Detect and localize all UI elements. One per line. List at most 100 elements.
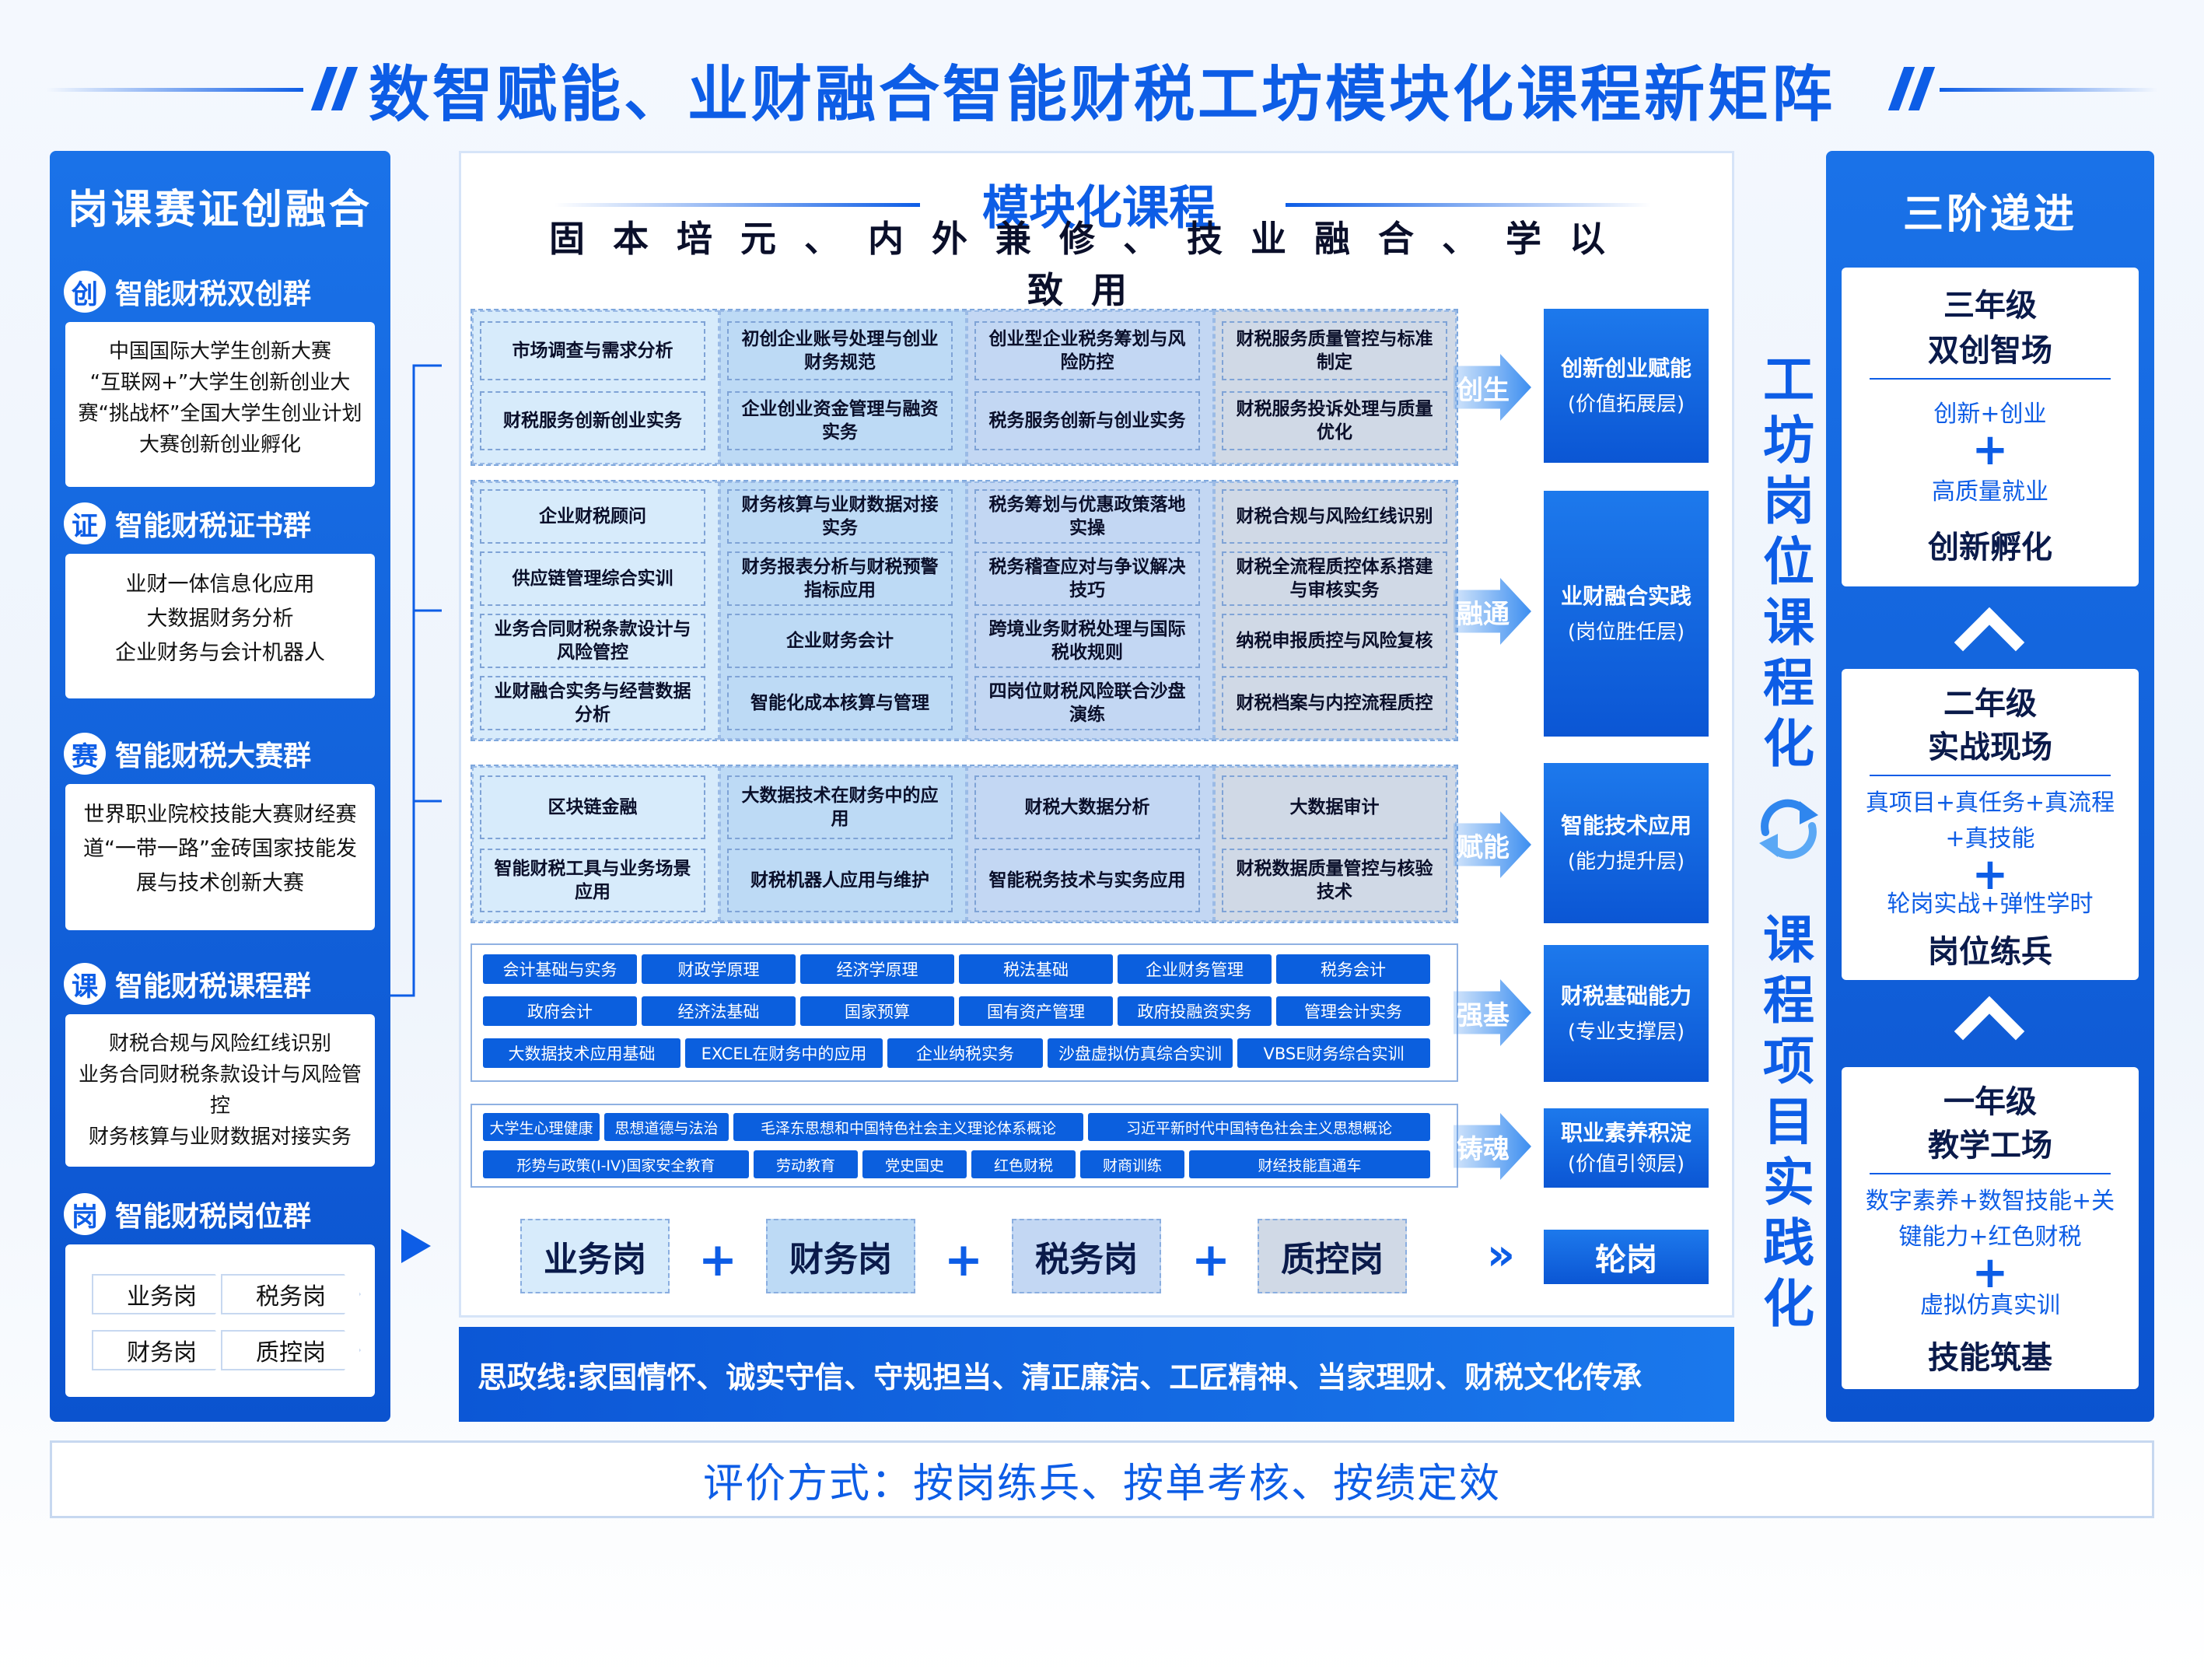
layer-title: 智能技术应用 <box>1560 813 1691 838</box>
layer-title: 业财融合实践 <box>1560 583 1691 609</box>
group-header: 岗 智能财税岗位群 <box>64 1190 375 1238</box>
course-pill: 党史国史 <box>862 1150 967 1178</box>
layer-box: 智能技术应用 (能力提升层) <box>1544 763 1709 923</box>
layer-box: 创新创业赋能 (价值拓展层) <box>1544 309 1709 463</box>
course-pill: 大学生心理健康 <box>483 1113 600 1141</box>
course-cell: 企业财务会计 <box>727 614 953 668</box>
course-pill: 财商训练 <box>1080 1150 1184 1178</box>
tier1-area: 市场调查与需求分析 财税服务创新创业实务 初创企业账号处理与创业财务规范 企业创… <box>471 309 1458 466</box>
course-pill: 国有资产管理 <box>959 996 1113 1026</box>
post-box: 质控岗 <box>1258 1219 1407 1293</box>
group-badge: 证 <box>64 502 106 544</box>
arrow-label: 融通 <box>1454 578 1531 645</box>
chevron-up-icon <box>1954 996 2025 1067</box>
plus-icon: + <box>1191 1233 1231 1287</box>
course-cell: 财税服务质量管控与标准制定 <box>1222 321 1447 380</box>
course-cell: 财税服务投诉处理与质量优化 <box>1222 391 1447 450</box>
arrow-label: 赋能 <box>1454 811 1531 878</box>
course-pill: 大数据技术应用基础 <box>483 1038 680 1068</box>
course-cell: 大数据审计 <box>1222 775 1447 839</box>
group-content: 财税合规与风险红线识别 业务合同财税条款设计与风险管控 财务核算与业财数据对接实… <box>65 1014 375 1167</box>
stage-divider <box>1870 378 2111 380</box>
course-pill: 沙盘虚拟仿真综合实训 <box>1048 1038 1233 1068</box>
group-name: 智能财税岗位群 <box>115 1201 312 1233</box>
plus-icon: + <box>1971 1248 2009 1298</box>
course-pill: 政府投融资实务 <box>1118 996 1272 1026</box>
course-pill: 国家预算 <box>800 996 954 1026</box>
course-cell: 企业创业资金管理与融资实务 <box>727 391 953 450</box>
stage-grade: 二年级 <box>1943 686 2037 722</box>
connector-lines <box>390 364 442 1263</box>
course-cell: 企业财税顾问 <box>480 489 705 544</box>
group-content: 世界职业院校技能大赛财经赛道“一带一路”金砖国家技能发展与技术创新大赛 <box>65 784 375 930</box>
course-cell: 税务服务创新与创业实务 <box>974 391 1200 450</box>
stage-line1: 数字素养+数智技能+关键能力+红色财税 <box>1865 1188 2115 1251</box>
tier4-area: 会计基础与实务 财政学原理 经济学原理 税法基础 企业财务管理 税务会计 政府会… <box>471 943 1458 1082</box>
stage-line2: 轮岗实战+弹性学时 <box>1887 891 2094 918</box>
stage-grade: 一年级 <box>1943 1084 2037 1120</box>
title-line-right <box>1940 88 2157 92</box>
tier3-area: 区块链金融 智能财税工具与业务场景应用 大数据技术在财务中的应用 财税机器人应用… <box>471 765 1458 923</box>
course-pill: 会计基础与实务 <box>483 954 637 984</box>
course-cell: 初创企业账号处理与创业财务规范 <box>727 321 953 380</box>
course-cell: 税务筹划与优惠政策落地实操 <box>974 489 1200 544</box>
left-panel-title: 岗课赛证创融合 <box>67 186 373 233</box>
course-cell: 纳税申报质控与风险复核 <box>1222 614 1447 668</box>
post-box: 财务岗 <box>766 1219 915 1293</box>
course-pill: 税法基础 <box>959 954 1113 984</box>
layer-title: 职业素养积淀 <box>1560 1120 1691 1146</box>
course-cell: 四岗位财税风险联合沙盘演练 <box>974 676 1200 730</box>
layer-subtitle: (专业支撑层) <box>1567 1020 1685 1044</box>
layer-subtitle: (价值引领层) <box>1567 1153 1685 1176</box>
stage-tail: 创新孵化 <box>1928 530 2052 565</box>
course-pill: 红色财税 <box>971 1150 1076 1178</box>
group-name: 智能财税大赛群 <box>115 740 312 772</box>
stage-line1: 创新+创业 <box>1933 401 2047 428</box>
center-title: 模块化课程 <box>982 180 1216 236</box>
plus-icon: + <box>1971 425 2009 475</box>
post-tag: 税务岗 <box>221 1274 361 1314</box>
layer-box: 财税基础能力 (专业支撑层) <box>1544 945 1709 1082</box>
layer-subtitle: (价值拓展层) <box>1567 393 1685 416</box>
module-course-box: 模块化课程 固本培元、内外兼修、技业融合、学以致用 市场调查与需求分析 财税服务… <box>459 151 1734 1318</box>
page-title: 数智赋能、业财融合智能财税工坊模块化课程新矩阵 <box>368 60 1835 130</box>
group-name: 智能财税课程群 <box>115 971 312 1003</box>
group-name: 智能财税双创群 <box>115 278 312 310</box>
course-cell: 跨境业务财税处理与国际税收规则 <box>974 614 1200 668</box>
course-cell: 业财融合实务与经营数据分析 <box>480 676 705 730</box>
evaluation-bar: 评价方式：按岗练兵、按单考核、按绩定效 <box>50 1440 2154 1518</box>
course-pill: 毛泽东思想和中国特色社会主义理论体系概论 <box>733 1113 1083 1141</box>
double-chevron-icon: » <box>1486 1229 1516 1280</box>
rotation-box: 轮岗 <box>1544 1230 1709 1284</box>
center-title-line <box>554 203 920 207</box>
stage-tail: 岗位练兵 <box>1928 934 2052 970</box>
left-panel: 岗课赛证创融合 创 智能财税双创群 中国国际大学生创新大赛 “互联网+”大学生创… <box>50 151 390 1422</box>
stage-grade: 三年级 <box>1943 288 2037 324</box>
vertical-text-bottom: 课程项目实践化 <box>1763 910 1814 1334</box>
group-badge: 赛 <box>64 733 106 775</box>
cycle-arrows-icon <box>1759 799 1818 859</box>
group-content: 业财一体信息化应用 大数据财务分析 企业财务与会计机器人 <box>65 554 375 698</box>
course-cell: 财税数据质量管控与核验技术 <box>1222 849 1447 912</box>
group-header: 赛 智能财税大赛群 <box>64 730 375 778</box>
group-badge: 创 <box>64 271 106 313</box>
course-cell: 财务核算与业财数据对接实务 <box>727 489 953 544</box>
course-cell: 智能税务技术与实务应用 <box>974 849 1200 912</box>
course-pill: 企业财务管理 <box>1118 954 1272 984</box>
arrow-label: 强基 <box>1454 979 1531 1046</box>
course-pill: 管理会计实务 <box>1276 996 1430 1026</box>
course-cell: 财税档案与内控流程质控 <box>1222 676 1447 730</box>
tier2-area: 企业财税顾问 供应链管理综合实训 业务合同财税条款设计与风险管控 业财融合实务与… <box>471 480 1458 741</box>
arrow-label: 创生 <box>1454 354 1531 421</box>
course-cell: 财税机器人应用与维护 <box>727 849 953 912</box>
course-cell: 业务合同财税条款设计与风险管控 <box>480 614 705 668</box>
course-cell: 财税大数据分析 <box>974 775 1200 839</box>
course-cell: 财税服务创新创业实务 <box>480 391 705 450</box>
course-pill: 形势与政策(I-IV)国家安全教育 <box>483 1150 749 1178</box>
course-pill: 企业纳税实务 <box>887 1038 1043 1068</box>
vertical-text-top: 工坊岗位课程化 <box>1763 350 1814 774</box>
course-cell: 大数据技术在财务中的应用 <box>727 775 953 839</box>
course-cell: 市场调查与需求分析 <box>480 321 705 380</box>
layer-subtitle: (能力提升层) <box>1567 850 1685 873</box>
course-pill: EXCEL在财务中的应用 <box>685 1038 883 1068</box>
